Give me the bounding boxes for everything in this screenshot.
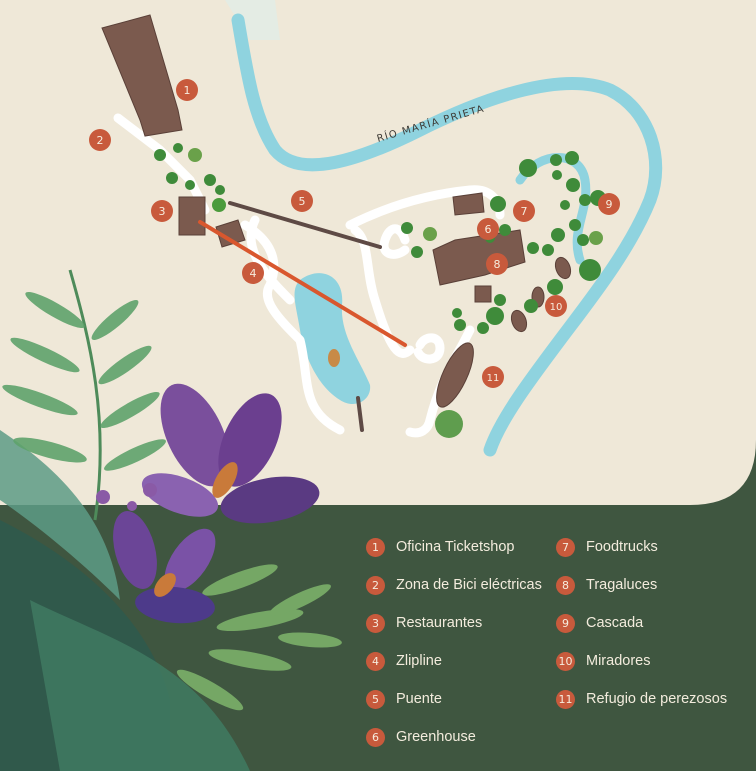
building-tragaluces (432, 229, 526, 286)
tropical-foliage (0, 269, 342, 771)
legend-label: Tragaluces (586, 577, 658, 593)
map-marker-1[interactable]: 1 (176, 79, 198, 101)
svg-text:10: 10 (550, 302, 563, 313)
legend-number-badge: 4 (366, 651, 385, 671)
legend-label: Refugio de perezosos (586, 691, 728, 707)
zipline (198, 220, 407, 347)
legend-column-left: 1 Oficina Ticketshop 2 Zona de Bici eléctr… (366, 528, 542, 756)
svg-text:9: 9 (606, 198, 613, 211)
legend-label: Miradores (586, 653, 651, 669)
legend-number-badge: 8 (556, 575, 575, 595)
building-restaurant-2 (215, 219, 246, 248)
legend-label: Greenhouse (396, 729, 476, 745)
building-greenhouse (452, 192, 485, 216)
mirador-3 (510, 309, 528, 333)
svg-text:4: 4 (250, 267, 257, 280)
map-markers: 1 2 3 4 5 6 7 8 9 10 11 (89, 79, 620, 388)
legend-number-badge: 9 (556, 613, 575, 633)
lagoon (294, 273, 371, 405)
buildings (101, 14, 572, 408)
legend-label: Cascada (586, 615, 644, 631)
map-marker-10[interactable]: 10 (545, 295, 567, 317)
map-legend: 1 Oficina Ticketshop 2 Zona de Bici eléctr… (366, 528, 746, 758)
svg-text:6: 6 (485, 223, 492, 236)
legend-item-5[interactable]: 5 Puente (366, 680, 542, 718)
legend-label: Zona de Bici eléctricas (396, 577, 542, 593)
legend-column-right: 7 Foodtrucks 8 Tragaluces 9 Cascada 10 Mirad… (556, 528, 727, 718)
legend-label: Puente (396, 691, 442, 707)
legend-label: Restaurantes (396, 615, 483, 631)
bridges (228, 201, 382, 432)
legend-label: Oficina Ticketshop (396, 539, 515, 555)
legend-item-10[interactable]: 10 Miradores (556, 642, 727, 680)
legend-item-6[interactable]: 6 Greenhouse (366, 718, 542, 756)
legend-item-8[interactable]: 8 Tragaluces (556, 566, 727, 604)
legend-number-badge: 2 (366, 575, 385, 595)
svg-text:5: 5 (299, 195, 306, 208)
legend-item-3[interactable]: 3 Restaurantes (366, 604, 542, 642)
legend-item-4[interactable]: 4 Zlipline (366, 642, 542, 680)
legend-item-2[interactable]: 2 Zona de Bici eléctricas (366, 566, 542, 604)
legend-number-badge: 3 (366, 613, 385, 633)
map-marker-2[interactable]: 2 (89, 129, 111, 151)
legend-number-badge: 10 (556, 651, 575, 671)
legend-number-badge: 11 (556, 689, 575, 709)
river (231, 13, 663, 457)
legend-number-badge: 6 (366, 727, 385, 747)
building-restaurant-1 (178, 196, 206, 236)
map-marker-3[interactable]: 3 (151, 200, 173, 222)
map-marker-7[interactable]: 7 (513, 200, 535, 222)
map-marker-11[interactable]: 11 (482, 366, 504, 388)
map-marker-5[interactable]: 5 (291, 190, 313, 212)
building-small (474, 285, 492, 303)
svg-text:7: 7 (521, 205, 528, 218)
trees (154, 143, 606, 438)
map-marker-8[interactable]: 8 (486, 253, 508, 275)
legend-number-badge: 7 (556, 537, 575, 557)
map-marker-4[interactable]: 4 (242, 262, 264, 284)
legend-item-1[interactable]: 1 Oficina Ticketshop (366, 528, 542, 566)
legend-number-badge: 5 (366, 689, 385, 709)
svg-text:1: 1 (184, 84, 191, 97)
flower-large (141, 383, 320, 524)
mirador-1 (554, 256, 572, 280)
flower-small (113, 511, 216, 624)
legend-label: Zlipline (396, 653, 442, 669)
building-ticketshop (101, 14, 183, 137)
river-branch (515, 153, 591, 265)
svg-text:11: 11 (487, 373, 500, 384)
legend-label: Foodtrucks (586, 539, 658, 555)
legend-number-badge: 1 (366, 537, 385, 557)
svg-text:8: 8 (494, 258, 501, 271)
legend-item-11[interactable]: 11 Refugio de perezosos (556, 680, 727, 718)
legend-item-7[interactable]: 7 Foodtrucks (556, 528, 727, 566)
sloth-refuge (436, 342, 474, 408)
river-mist (225, 0, 280, 40)
legend-item-9[interactable]: 9 Cascada (556, 604, 727, 642)
map-marker-6[interactable]: 6 (477, 218, 499, 240)
svg-text:2: 2 (97, 134, 104, 147)
thistle-flowers (96, 483, 157, 511)
map-marker-9[interactable]: 9 (598, 193, 620, 215)
lagoon-island (328, 349, 340, 367)
map-background (0, 0, 756, 505)
svg-text:3: 3 (159, 205, 166, 218)
